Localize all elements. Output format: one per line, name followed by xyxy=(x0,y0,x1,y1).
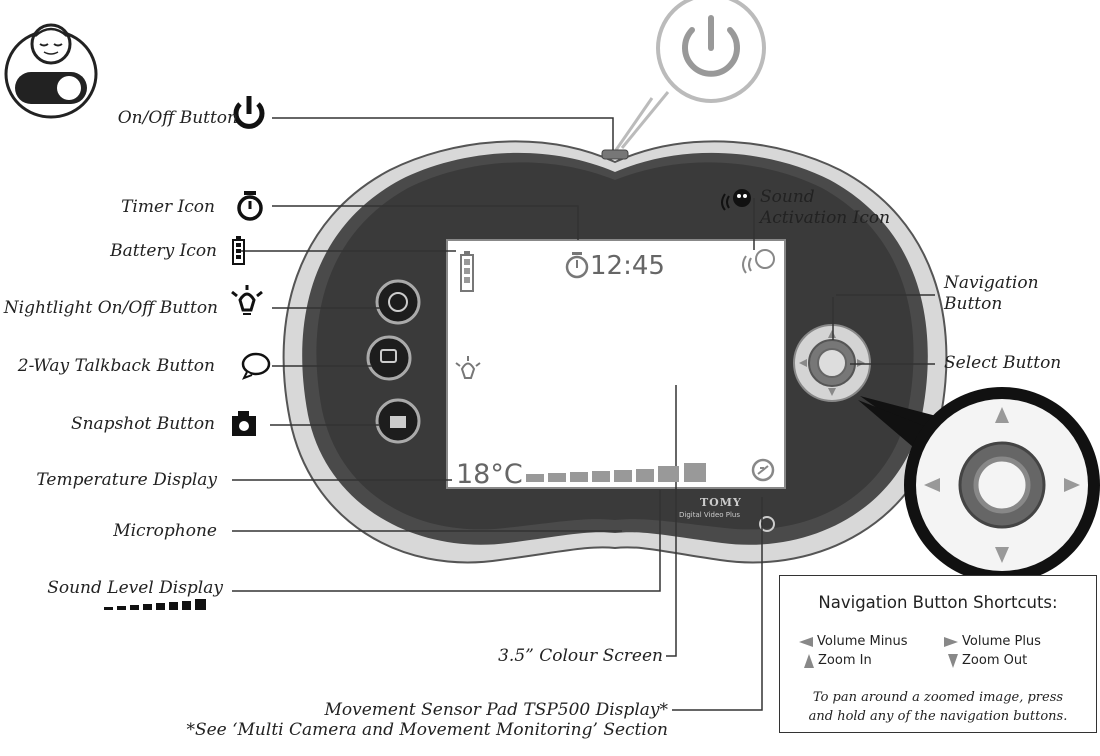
on-off-button-label: On/Off Button xyxy=(117,108,238,128)
snapshot-button-label: Snapshot Button xyxy=(70,414,215,434)
select-button-label: Select Button xyxy=(944,353,1062,373)
movement-sensor-label-line2: *See ‘Multi Camera and Movement Monitori… xyxy=(186,720,668,740)
shortcut-zoom-out: Zoom Out xyxy=(948,653,1027,668)
screen-temperature: 18°C xyxy=(456,459,523,490)
movement-sensor-label-line1: Movement Sensor Pad TSP500 Display* xyxy=(324,700,668,720)
battery-icon xyxy=(232,236,245,265)
screen-nightlight-icon xyxy=(455,356,481,379)
colour-screen-label: 3.5” Colour Screen xyxy=(498,646,663,666)
device-body xyxy=(282,140,948,564)
sound-activation-icon xyxy=(721,189,751,211)
timer-icon-label: Timer Icon xyxy=(121,197,215,217)
sound-activation-label-line2: Activation Icon xyxy=(760,208,891,228)
left-arrow-icon xyxy=(799,636,813,647)
screen-sound-level-bars xyxy=(526,463,706,482)
screen-timer-icon xyxy=(565,252,589,279)
camera-icon xyxy=(232,411,256,436)
screen-time: 12:45 xyxy=(590,251,665,281)
navigation-button-label-line1: Navigation xyxy=(944,273,1039,293)
navigation-button-label-line2: Button xyxy=(944,294,1003,314)
on-off-icon xyxy=(233,96,265,129)
shortcuts-note: To pan around a zoomed image, press and … xyxy=(808,690,1068,724)
up-arrow-icon xyxy=(804,653,814,668)
power-callout-bubble xyxy=(614,0,766,151)
talkback-button-label: 2-Way Talkback Button xyxy=(17,356,215,376)
right-arrow-icon xyxy=(944,636,958,647)
leader-lines xyxy=(232,117,935,711)
navigation-shortcuts-box: Navigation Button Shortcuts: Volume Minu… xyxy=(779,575,1097,733)
screen-sound-activation-icon xyxy=(742,249,775,274)
battery-icon-label: Battery Icon xyxy=(110,241,217,261)
nightlight-icon xyxy=(231,285,263,315)
sound-level-display-label: Sound Level Display xyxy=(47,578,223,598)
temperature-display-label: Temperature Display xyxy=(36,470,217,490)
navigation-zoom-callout xyxy=(858,387,1100,583)
shortcut-volume-minus: Volume Minus xyxy=(799,634,908,649)
sound-activation-label-line1: Sound xyxy=(760,187,815,207)
baby-monitor-logo-icon xyxy=(4,23,98,119)
shortcuts-title: Navigation Button Shortcuts: xyxy=(818,593,1058,612)
timer-icon xyxy=(237,191,263,221)
shortcut-volume-plus: Volume Plus xyxy=(944,634,1041,649)
screen-battery-icon xyxy=(460,251,474,292)
speech-bubble-icon xyxy=(241,352,271,380)
device-model: Digital Video Plus xyxy=(679,511,741,519)
sound-level-icon xyxy=(104,599,206,610)
device-brand: TOMY xyxy=(700,496,742,509)
microphone-label: Microphone xyxy=(113,521,217,541)
shortcut-zoom-in: Zoom In xyxy=(804,653,872,668)
down-arrow-icon xyxy=(948,653,958,668)
nightlight-button-label: Nightlight On/Off Button xyxy=(3,298,218,318)
screen-movement-sensor-icon xyxy=(751,458,775,482)
